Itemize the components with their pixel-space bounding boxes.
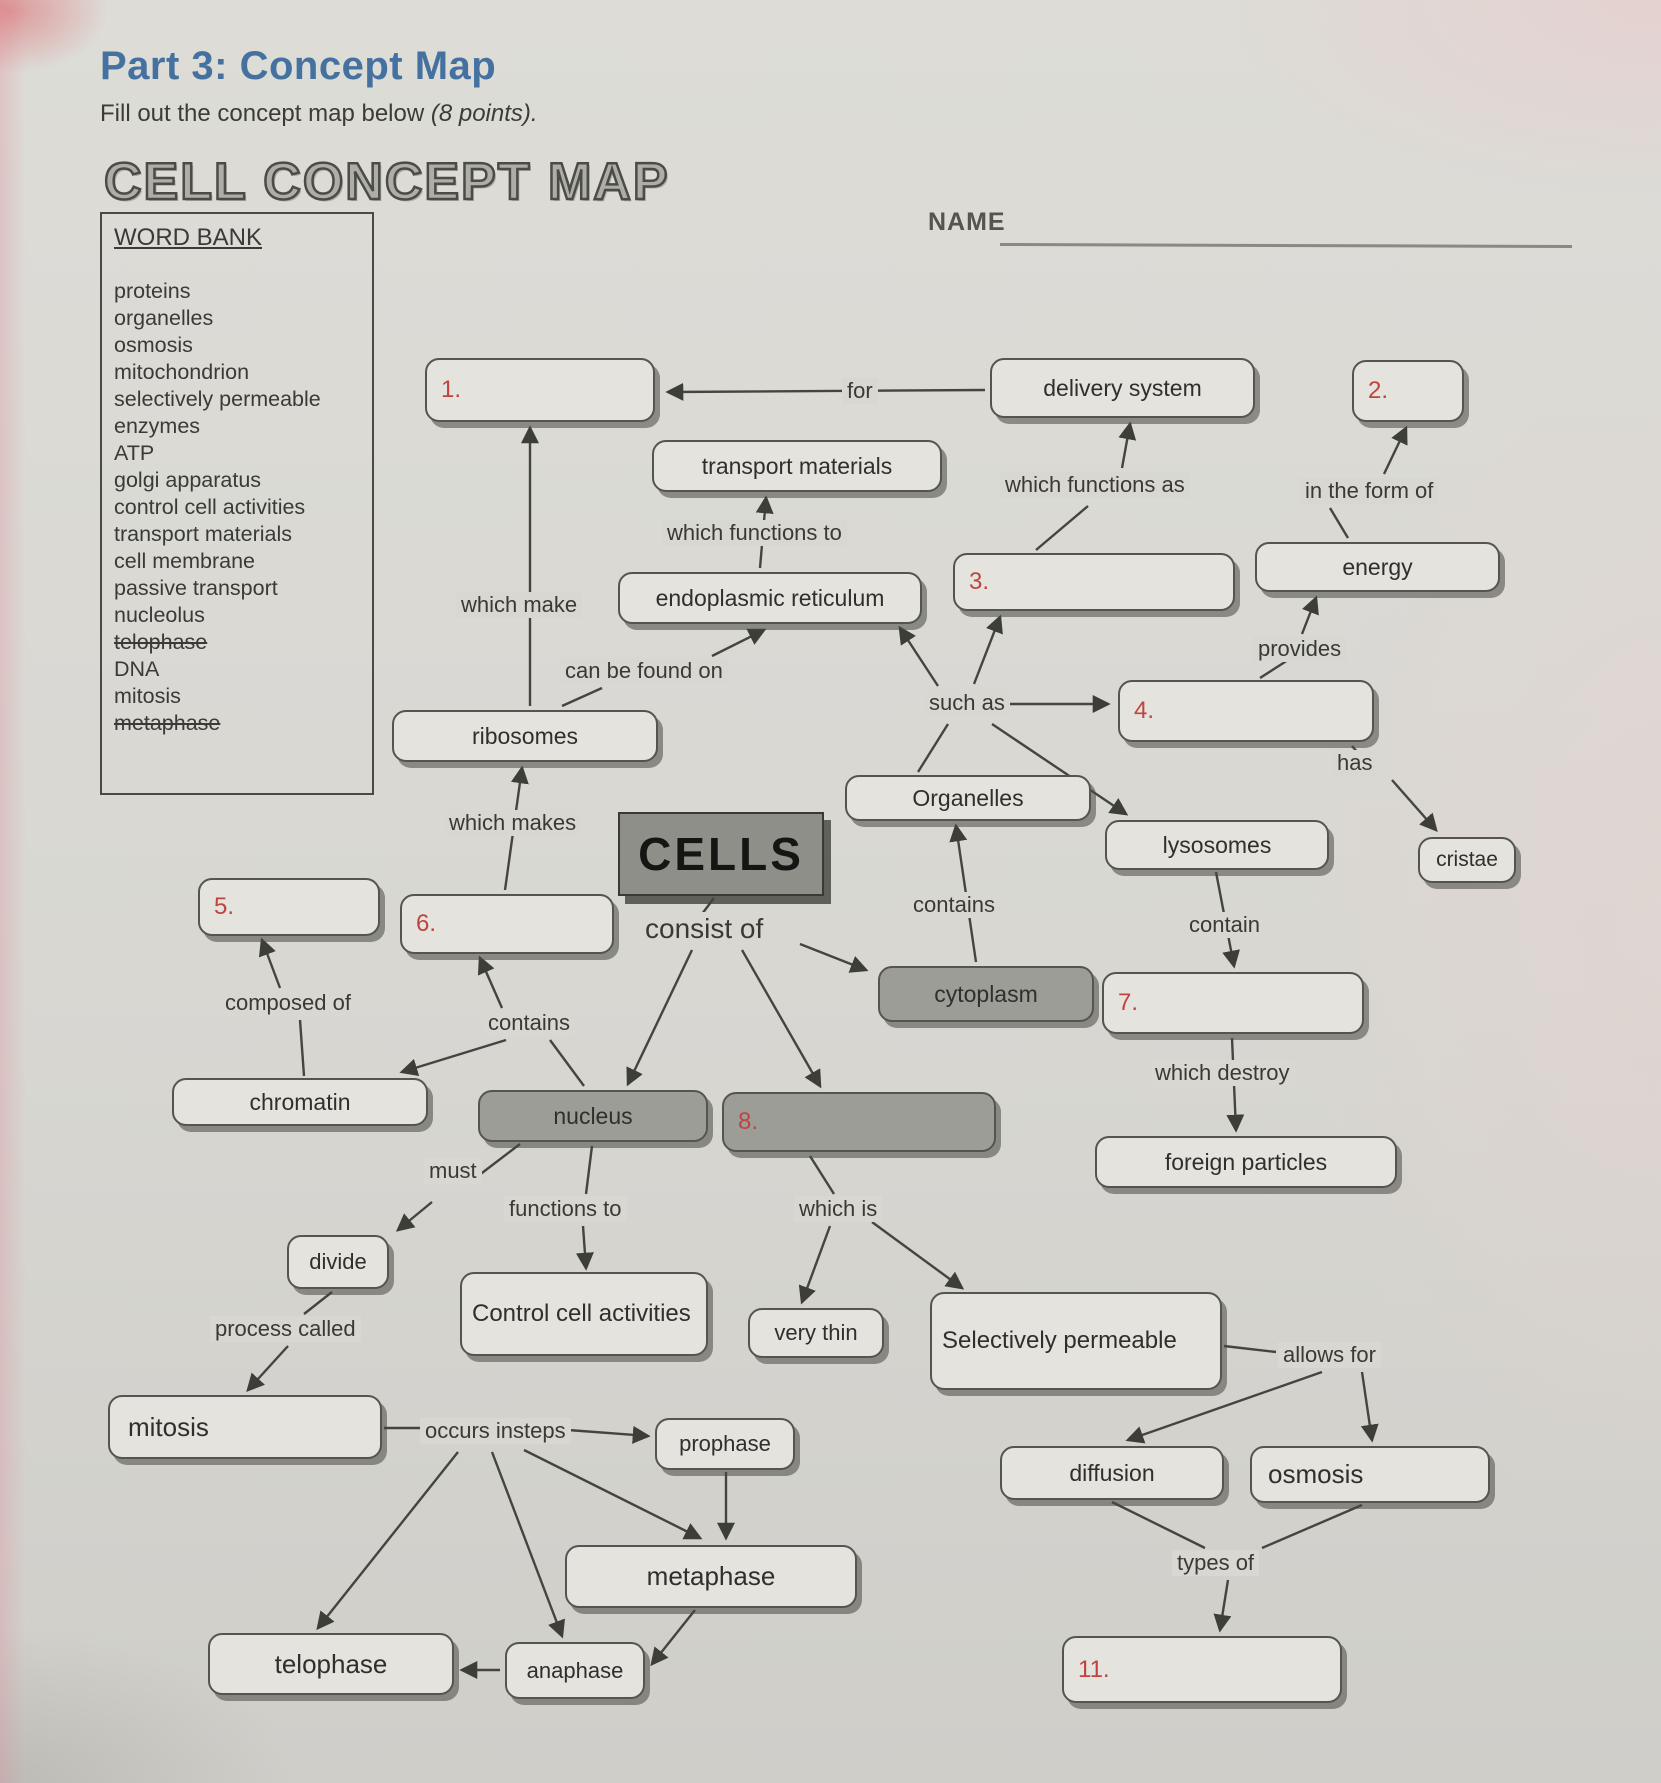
link-label-which-makes: which makes xyxy=(444,810,582,837)
node-metaphase: metaphase xyxy=(565,1545,857,1608)
link-label-which-is: which is xyxy=(794,1196,883,1223)
node-transport-materials: transport materials xyxy=(652,440,942,492)
blank-number: 8. xyxy=(738,1108,759,1135)
node-diffusion: diffusion xyxy=(1000,1446,1224,1500)
node-mitosis: mitosis xyxy=(108,1395,382,1459)
word-bank-item: ATP xyxy=(114,441,155,465)
word-bank-item-struck: metaphase xyxy=(114,711,221,735)
blank-box-8[interactable]: 8. xyxy=(722,1092,996,1152)
link-label-which-functions-to: which functions to xyxy=(662,520,847,547)
link-label-composed-of: composed of xyxy=(220,990,356,1017)
link-label-occurs-insteps: occurs insteps xyxy=(420,1418,571,1445)
word-bank-item: cell membrane xyxy=(114,549,255,573)
name-blank-line[interactable] xyxy=(999,243,1573,248)
concept-map-title: CELL CONCEPT MAP xyxy=(103,152,670,213)
blank-box-11[interactable]: 11. xyxy=(1062,1636,1342,1703)
node-divide: divide xyxy=(287,1235,389,1289)
word-bank-item: organelles xyxy=(114,306,214,330)
page-title: Part 3: Concept Map xyxy=(100,44,497,88)
node-foreign-particles: foreign particles xyxy=(1095,1136,1397,1188)
blank-box-1[interactable]: 1. xyxy=(425,358,655,422)
word-bank-item: mitochondrion xyxy=(114,360,250,384)
node-very-thin: very thin xyxy=(748,1308,884,1358)
link-label-can-be-found-on: can be found on xyxy=(560,658,728,685)
node-endoplasmic-reticulum: endoplasmic reticulum xyxy=(618,572,922,624)
link-label-contains-organelles: contains xyxy=(908,892,1000,919)
word-bank-item: selectively permeable xyxy=(114,387,321,411)
node-prophase: prophase xyxy=(655,1418,795,1470)
blank-number: 4. xyxy=(1134,697,1155,724)
link-label-process-called: process called xyxy=(210,1316,361,1343)
word-bank-title: WORD BANK xyxy=(114,224,263,251)
blank-box-7[interactable]: 7. xyxy=(1102,972,1364,1034)
link-label-for: for xyxy=(842,378,878,405)
word-bank-item-struck: telophase xyxy=(114,630,208,654)
blank-number: 5. xyxy=(214,893,235,920)
link-label-types-of: types of xyxy=(1172,1550,1260,1577)
blank-number: 1. xyxy=(441,376,462,403)
node-nucleus: nucleus xyxy=(478,1090,708,1142)
word-bank-list: proteins organelles osmosis mitochondrio… xyxy=(114,278,372,737)
blank-number: 2. xyxy=(1368,377,1389,404)
blank-box-6[interactable]: 6. xyxy=(400,894,614,954)
node-cytoplasm: cytoplasm xyxy=(878,966,1094,1022)
word-bank-item: nucleolus xyxy=(114,603,205,627)
link-label-such-as: such as xyxy=(924,690,1010,717)
link-label-has: has xyxy=(1332,750,1378,777)
node-chromatin: chromatin xyxy=(172,1078,428,1126)
word-bank-item: osmosis xyxy=(114,333,193,357)
link-label-contain: contain xyxy=(1184,912,1265,939)
node-anaphase: anaphase xyxy=(505,1642,645,1699)
word-bank-item: mitosis xyxy=(114,684,181,708)
word-bank-item: enzymes xyxy=(114,414,201,438)
link-label-in-the-form-of: in the form of xyxy=(1300,478,1439,505)
node-delivery-system: delivery system xyxy=(990,358,1255,418)
blank-number: 11. xyxy=(1078,1655,1110,1683)
link-label-functions-to: functions to xyxy=(504,1196,627,1223)
word-bank-item: DNA xyxy=(114,657,160,681)
blank-number: 3. xyxy=(969,568,990,595)
word-bank-item: passive transport xyxy=(114,576,278,600)
word-bank-item: proteins xyxy=(114,279,191,303)
node-energy: energy xyxy=(1255,542,1500,592)
node-organelles: Organelles xyxy=(845,775,1091,821)
link-label-allows-for: allows for xyxy=(1278,1342,1381,1369)
node-osmosis: osmosis xyxy=(1250,1446,1490,1503)
points-note: (8 points). xyxy=(430,100,538,127)
blank-box-3[interactable]: 3. xyxy=(953,553,1235,611)
node-control-cell-activities: Control cell activities xyxy=(460,1272,708,1356)
node-ribosomes: ribosomes xyxy=(392,710,658,762)
link-label-must: must xyxy=(424,1158,482,1185)
blank-number: 6. xyxy=(416,910,437,937)
blank-box-4[interactable]: 4. xyxy=(1118,680,1374,742)
link-label-which-make: which make xyxy=(456,592,583,619)
word-bank-item: control cell activities xyxy=(114,495,306,519)
name-label: NAME xyxy=(928,208,1006,236)
node-telophase: telophase xyxy=(208,1633,454,1695)
instructions-text: Fill out the concept map below (8 points… xyxy=(100,100,538,127)
link-label-consist-of: consist of xyxy=(640,912,769,946)
link-label-provides: provides xyxy=(1253,636,1347,663)
node-lysosomes: lysosomes xyxy=(1105,820,1329,870)
node-cristae: cristae xyxy=(1418,837,1516,883)
word-bank-item: transport materials xyxy=(114,522,293,546)
word-bank: WORD BANK proteins organelles osmosis mi… xyxy=(100,212,374,795)
node-cells: CELLS xyxy=(618,812,824,896)
link-label-which-destroy: which destroy xyxy=(1150,1060,1295,1087)
blank-box-5[interactable]: 5. xyxy=(198,878,380,936)
link-label-which-functions-as: which functions as xyxy=(1000,472,1190,499)
word-bank-item: golgi apparatus xyxy=(114,468,262,492)
blank-box-2[interactable]: 2. xyxy=(1352,360,1464,422)
blank-number: 7. xyxy=(1118,989,1139,1016)
node-selectively-permeable: Selectively permeable xyxy=(930,1292,1222,1390)
link-label-contains-nucleus: contains xyxy=(483,1010,575,1037)
